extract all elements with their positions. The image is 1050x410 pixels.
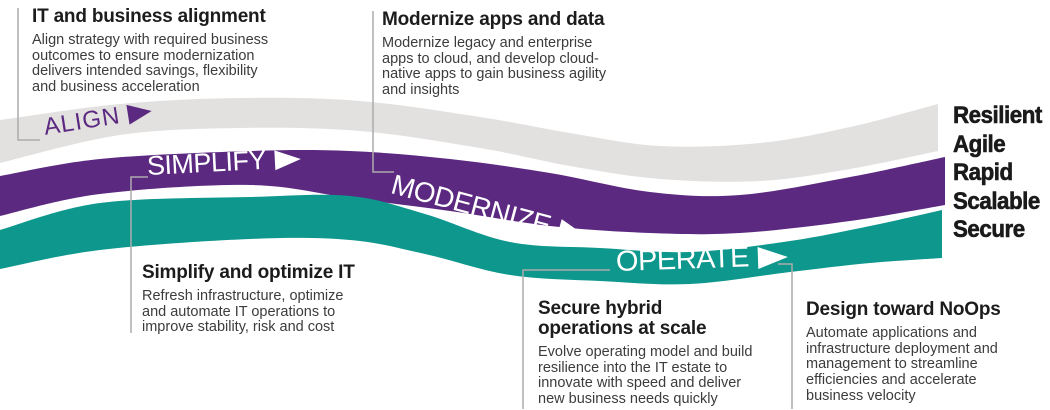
- callout-title: Simplify and optimize IT: [142, 262, 355, 283]
- align-ribbon: [0, 97, 938, 182]
- callout-body: Align strategy with required business ou…: [32, 32, 269, 96]
- callout-body: Evolve operating model and build resilie…: [538, 344, 753, 408]
- simplify-modernize-ribbon: [0, 150, 945, 235]
- outcome-keyword: Scalable: [953, 187, 1041, 215]
- outcome-keywords: Resilient Agile Rapid Scalable Secure: [953, 102, 1043, 245]
- callout-connector-line: [130, 176, 148, 333]
- callout-title: Design toward NoOps: [806, 299, 1001, 320]
- outcome-keyword: Secure: [953, 216, 1026, 244]
- forward-arrow-icon: [556, 218, 588, 246]
- callout-design-toward-noops: Design toward NoOps Automate application…: [806, 300, 1001, 405]
- outcome-keyword: Resilient: [953, 102, 1043, 130]
- callout-title: Modernize apps and data: [382, 9, 605, 30]
- outcome-keyword: Agile: [953, 130, 1006, 158]
- callout-connector-line: [522, 269, 610, 409]
- callout-title: IT and business alignment: [32, 6, 266, 27]
- callout-connector-line: [778, 263, 793, 409]
- callout-it-business-alignment: IT and business alignment Align strategy…: [32, 7, 268, 96]
- operate-ribbon: [0, 194, 942, 285]
- callout-title: Secure hybrid operations at scale: [538, 298, 707, 339]
- forward-arrow-icon: [757, 245, 789, 269]
- ribbon-label-operate: OPERATE: [615, 240, 789, 279]
- callout-body: Refresh infrastructure, optimize and aut…: [142, 288, 344, 336]
- operate-label-text: OPERATE: [615, 241, 750, 278]
- callout-connector-line: [17, 8, 40, 141]
- callout-simplify-optimize-it: Simplify and optimize IT Refresh infrast…: [142, 263, 355, 336]
- callout-body: Modernize legacy and enterprise apps to …: [382, 35, 607, 99]
- callout-secure-hybrid-operations: Secure hybrid operations at scale Evolve…: [538, 299, 752, 408]
- outcome-keyword: Rapid: [953, 159, 1014, 187]
- forward-arrow-icon: [126, 101, 154, 125]
- callout-body: Automate applications and infrastructure…: [806, 325, 998, 404]
- callout-connector-line: [372, 11, 394, 173]
- forward-arrow-icon: [274, 148, 302, 170]
- callout-modernize-apps-data: Modernize apps and data Modernize legacy…: [382, 10, 606, 99]
- simplify-label-text: SIMPLIFY: [146, 144, 267, 181]
